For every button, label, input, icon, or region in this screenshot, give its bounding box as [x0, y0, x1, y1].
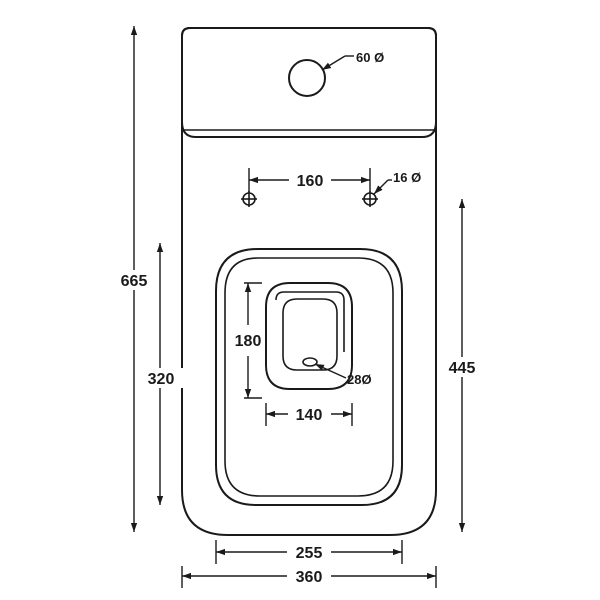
dim-overall-width-label: 360: [296, 569, 323, 586]
cistern-lid: [181, 27, 437, 138]
dim-rear-height-label: 320: [148, 371, 175, 388]
dim-fixing-spacing-label: 160: [297, 173, 324, 190]
dim-rear-height: 320: [139, 243, 183, 505]
dim-cistern-hole: 60 Ø: [321, 50, 384, 71]
dim-cistern-hole-label: 60 Ø: [356, 50, 384, 65]
dim-front-to-fixing: 445: [440, 199, 484, 532]
bowl-rim-outer: [215, 248, 403, 506]
dim-outlet-height: 180: [235, 282, 262, 399]
toilet-body-outline: [181, 27, 437, 536]
dim-fixing-spacing: 160: [248, 168, 371, 192]
dim-outlet-hole-label: 28Ø: [347, 372, 372, 387]
outlet-hole: [302, 357, 318, 367]
dim-bowl-width-label: 255: [296, 545, 323, 562]
dim-outlet-width-label: 140: [296, 407, 323, 424]
dim-fixing-hole: 16 Ø: [373, 170, 421, 195]
bowl-well-outer: [265, 282, 353, 390]
dim-bowl-width: 255: [215, 540, 403, 564]
bowl-well-inner: [282, 298, 338, 371]
dim-overall-width: 360: [181, 566, 437, 588]
dim-outlet-hole: 28Ø: [314, 363, 372, 387]
dim-outlet-height-label: 180: [235, 333, 262, 350]
bowl-rim-inner: [224, 257, 394, 497]
fixing-hole-left: [241, 191, 257, 207]
bowl-well-ridge: [275, 291, 345, 352]
dim-overall-height: 665: [112, 26, 156, 532]
dim-outlet-width: 140: [265, 403, 353, 426]
dim-front-to-fixing-label: 445: [449, 360, 476, 377]
dim-overall-height-label: 665: [121, 273, 148, 290]
cistern-hole: [288, 59, 326, 97]
dim-fixing-hole-label: 16 Ø: [393, 170, 421, 185]
fixing-hole-right: [362, 191, 378, 207]
